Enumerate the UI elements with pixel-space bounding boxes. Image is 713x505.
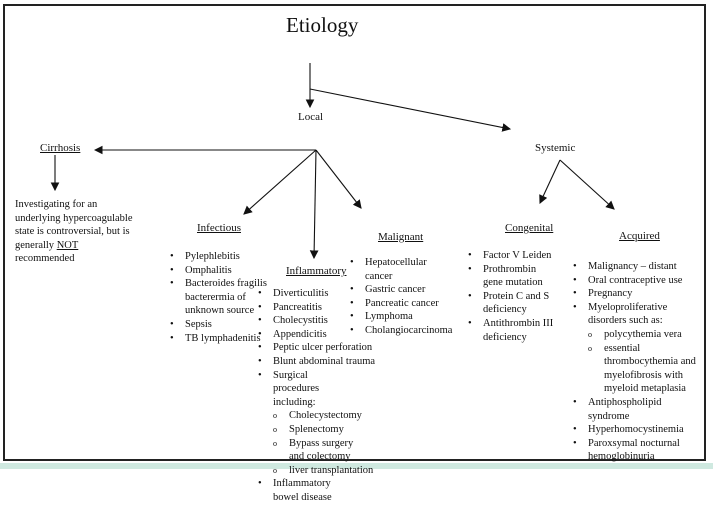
acquired-heading: Acquired	[619, 230, 660, 242]
list-item: Peptic ulcer perforation	[258, 341, 378, 355]
list-item: Cholecystitis	[258, 314, 378, 328]
arrow-systemic-congenital	[539, 159, 561, 204]
list-item: Hepatocellular cancer	[350, 256, 435, 283]
sub-list-item: Splenectomy	[258, 423, 378, 437]
list-item: Diverticulitis	[258, 287, 378, 301]
list-item: Bacteroides fragilis bacterermia of unkn…	[170, 277, 280, 318]
list-item: Antithrombin III deficiency	[468, 317, 563, 344]
list-item: Myeloproliferative disorders such as:	[573, 301, 703, 328]
arrow-local-malignant	[315, 149, 362, 209]
note-line: generally NOT	[15, 239, 133, 253]
inflammatory-heading: Inflammatory	[286, 265, 347, 277]
list-item: TB lymphadenitis	[170, 332, 280, 346]
list-item: Sepsis	[170, 318, 280, 332]
list-item: Prothrombin gene mutation	[468, 263, 558, 290]
arrow-local-infectious	[243, 149, 317, 215]
list-item: Omphalitis	[170, 264, 280, 278]
sub-list-item: Bypass surgery and colectomy	[258, 437, 369, 464]
cirrhosis-note: Investigating for an underlying hypercoa…	[15, 198, 133, 266]
list-item: Antiphospholipid syndrome	[573, 396, 703, 423]
arrows	[50, 63, 615, 260]
list-item: Pancreatitis	[258, 301, 378, 315]
systemic-label: Systemic	[535, 142, 576, 154]
list-item: Surgical procedures including:	[258, 369, 353, 410]
title: Etiology	[286, 13, 359, 37]
inflammatory-list: Diverticulitis Pancreatitis Cholecystiti…	[258, 287, 378, 505]
acquired-list: Malignancy – distant Oral contraceptive …	[573, 260, 703, 464]
list-item: Blunt abdominal trauma	[258, 355, 378, 369]
note-line: state is controversial, but is	[15, 226, 130, 238]
congenital-heading: Congenital	[505, 222, 554, 234]
local-label: Local	[298, 111, 324, 123]
sub-list-item: liver transplantation	[258, 464, 378, 478]
list-item: Protein C and S deficiency	[468, 290, 553, 317]
sub-list-item: polycythemia vera	[573, 328, 703, 342]
list-item: Pregnancy	[573, 287, 703, 301]
list-item: Pylephlebitis	[170, 250, 280, 264]
note-line: recommended	[15, 253, 75, 265]
sub-list-item: essential thrombocythemia and myelofibro…	[573, 342, 699, 396]
note-line: underlying hypercoagulable	[15, 212, 133, 224]
list-item: Factor V Leiden	[468, 249, 568, 263]
cirrhosis-heading: Cirrhosis	[40, 142, 81, 154]
list-item: Malignancy – distant	[573, 260, 703, 274]
arrow-systemic-acquired	[559, 159, 615, 210]
list-item: Hyperhomocystinemia	[573, 423, 703, 437]
list-item: Oral contraceptive use	[573, 274, 703, 288]
sub-list-item: Cholecystectomy	[258, 409, 378, 423]
note-emphasis: NOT	[56, 239, 79, 251]
infectious-list: Pylephlebitis Omphalitis Bacteroides fra…	[170, 250, 280, 345]
infectious-heading: Infectious	[197, 222, 241, 234]
list-item: Inflammatory bowel disease	[258, 477, 353, 504]
list-item: Appendicitis	[258, 328, 378, 342]
arrow-etiology-systemic	[309, 88, 512, 132]
malignant-heading: Malignant	[378, 231, 424, 243]
list-item: Paroxsymal nocturnal hemoglobinuria	[573, 437, 688, 464]
note-text: generally	[15, 239, 57, 251]
arrow-local-inflammatory	[309, 149, 319, 260]
congenital-list: Factor V Leiden Prothrombin gene mutatio…	[468, 249, 568, 344]
note-line: Investigating for an	[15, 199, 98, 210]
